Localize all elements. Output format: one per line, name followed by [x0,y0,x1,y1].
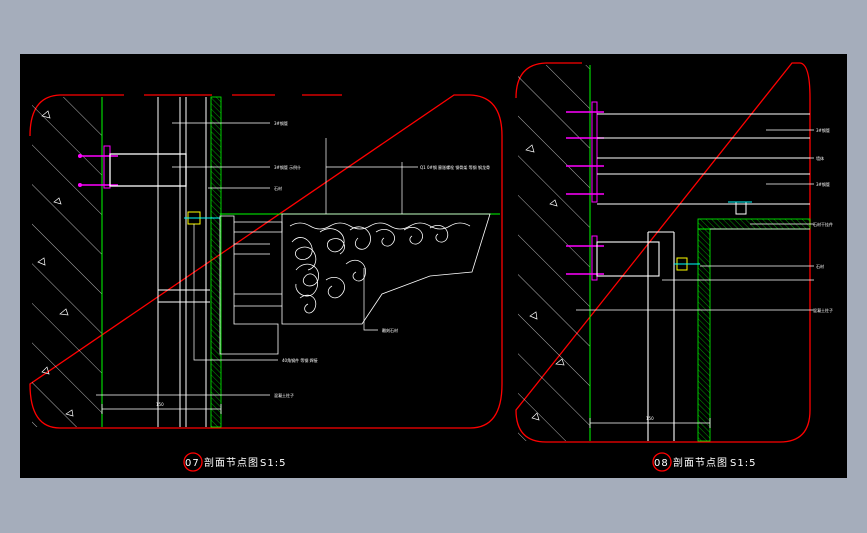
detail-08-stone-corner [697,218,811,442]
detail-08-concrete-wall [518,65,590,441]
detail-07-concrete-wall [32,97,102,427]
detail-07-dimension [101,404,222,414]
detail-08-leaders [576,129,814,311]
cad-drawing: 3#钢管 3#钢管 示例什 石材 Q1 0#钢 膨胀螺栓 钢骨架 等钢 钢龙骨 … [29,62,833,472]
detail-07-label-stone: 石材 [274,185,282,191]
detail-08-stone-fixing [674,201,752,271]
detail-08-label-wall: 墙体 [816,155,824,161]
cad-canvas: 3#钢管 3#钢管 示例什 石材 Q1 0#钢 膨胀螺栓 钢骨架 等钢 钢龙骨 … [20,54,847,478]
detail-08-title: 剖面节点图 [673,456,728,469]
detail-08-label-stone: 石材 [816,263,824,269]
detail-08-label-steel-tube-2: 3#钢管 [816,181,830,187]
detail-08-label-concrete: 混凝土柱子 [813,307,833,313]
detail-07-leaders [96,122,418,396]
detail-07-aggregate [37,110,74,417]
detail-07-steel-tube [109,153,187,187]
detail-07-label-concrete: 混凝土柱子 [274,392,294,398]
detail-07-keel [157,97,210,427]
detail-07-title: 剖面节点图 [204,456,259,469]
detail-07-label-bracket: Q1 0#钢 膨胀螺栓 钢骨架 等钢 钢龙骨 [420,164,490,170]
detail-08-aggregate [525,144,565,421]
detail-07-stone-panel [210,96,222,428]
detail-07-label-angle-steel: 40角钢件 等钢 焊接 [282,357,318,363]
detail-08-number-badge [652,452,672,472]
detail-07-carved-block [219,213,491,355]
detail-08-label-stone-fixing: 石材干挂件 [813,221,833,227]
detail-07-label-steel-tube-top: 3#钢管 [274,120,288,126]
detail-07-label-carved-stone: 雕刻石材 [382,327,398,333]
detail-07-number: 07 [185,458,200,469]
detail-08-scale: S1:5 [730,458,756,469]
detail-07-number-badge [183,452,203,472]
detail-08-label-steel-tube-1: 3#钢管 [816,127,830,133]
detail-07-dimension-text: 150 [156,402,164,407]
detail-08-number: 08 [654,458,669,469]
detail-08-dimension [589,418,711,428]
detail-08: 3#钢管 墙体 3#钢管 石材干挂件 石材 混凝土柱子 150 08 剖面节点图… [515,62,833,472]
detail-07: 3#钢管 3#钢管 示例什 石材 Q1 0#钢 膨胀螺栓 钢骨架 等钢 钢龙骨 … [29,94,503,472]
detail-07-label-steel-tube-mid: 3#钢管 示例什 [274,164,301,170]
detail-07-scale: S1:5 [260,458,286,469]
detail-08-dimension-text: 150 [646,416,654,421]
